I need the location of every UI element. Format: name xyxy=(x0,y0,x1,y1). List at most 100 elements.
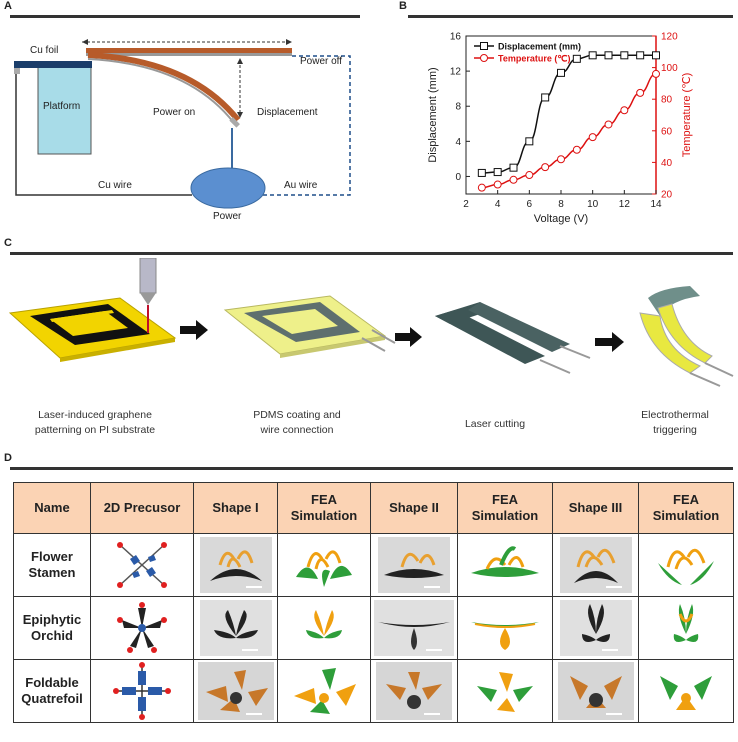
photo-epiphytic-orchid-1 xyxy=(193,596,278,660)
panel-label-c: C xyxy=(4,237,12,249)
platform-ledge xyxy=(14,68,20,74)
point-temperature xyxy=(493,180,502,189)
header-fea-2: FEA Simulation xyxy=(457,482,553,534)
y2-tick-label: 20 xyxy=(661,190,673,201)
photo-foldable-quatrefoil-3 xyxy=(552,659,639,723)
y2-axis-label: Temperature (℃) xyxy=(681,73,693,158)
platform-top xyxy=(14,61,92,68)
row-name-foldable-quatrefoil: Foldable Quatrefoil xyxy=(13,659,91,723)
photo-foldable-quatrefoil-2 xyxy=(370,659,458,723)
y-tick-label: 0 xyxy=(455,172,461,183)
label-cu-foil: Cu foil xyxy=(30,45,59,56)
header-fea-1: FEA Simulation xyxy=(277,482,371,534)
point-temperature xyxy=(604,120,613,129)
fea-flower-stamen-1 xyxy=(277,533,371,597)
y-tick-label: 12 xyxy=(450,67,462,78)
point-displacement xyxy=(604,51,613,60)
x-tick-label: 8 xyxy=(558,199,564,210)
series-line-temperature xyxy=(481,73,657,189)
photo-epiphytic-orchid-2 xyxy=(370,596,458,660)
panel-d-rule xyxy=(10,467,733,470)
point-displacement xyxy=(557,68,565,77)
point-temperature xyxy=(652,69,660,78)
fea-epiphytic-orchid-3 xyxy=(638,596,734,660)
point-displacement xyxy=(572,54,581,63)
platform-block xyxy=(37,65,92,155)
point-displacement xyxy=(588,51,597,60)
panel-b-rule xyxy=(408,15,733,18)
point-displacement xyxy=(541,93,550,102)
arrow-3 xyxy=(595,332,624,352)
y-tick-label: 8 xyxy=(455,102,461,113)
point-temperature xyxy=(557,155,565,164)
label-platform: Platform xyxy=(43,101,81,112)
x-tick-label: 2 xyxy=(463,199,469,210)
precursor-epiphytic-orchid xyxy=(90,596,194,660)
label-displacement: Displacement xyxy=(257,107,318,118)
point-temperature xyxy=(477,183,486,192)
fea-foldable-quatrefoil-2 xyxy=(457,659,553,723)
point-displacement xyxy=(652,51,660,60)
fea-flower-stamen-2 xyxy=(457,533,553,597)
y2-tick-label: 120 xyxy=(661,32,678,43)
photo-foldable-quatrefoil-1 xyxy=(193,659,278,723)
au-wire xyxy=(262,55,351,196)
header-fea-3: FEA Simulation xyxy=(638,482,734,534)
panel-c-rule xyxy=(10,252,733,255)
header-shape-2: Shape II xyxy=(370,482,458,534)
y2-tick-label: 40 xyxy=(661,158,673,169)
legend-label: Temperature (℃) xyxy=(498,54,570,64)
precursor-foldable-quatrefoil xyxy=(90,659,194,723)
foil-power-off xyxy=(86,48,292,53)
row-name-flower-stamen: Flower Stamen xyxy=(13,533,91,597)
point-temperature xyxy=(541,163,550,172)
header-shape-3: Shape III xyxy=(552,482,639,534)
header-shape-1: Shape I xyxy=(193,482,278,534)
table-row: Foldable Quatrefoil xyxy=(13,659,734,723)
power-ellipse xyxy=(190,167,266,209)
step1-graphic xyxy=(8,258,177,362)
header-name: Name xyxy=(13,482,91,534)
cu-wire xyxy=(15,74,192,196)
y2-tick-label: 80 xyxy=(661,95,673,106)
x-tick-label: 14 xyxy=(650,199,662,210)
point-displacement xyxy=(493,168,502,177)
point-temperature xyxy=(509,175,518,184)
point-temperature xyxy=(525,171,534,180)
photo-flower-stamen-2 xyxy=(370,533,458,597)
fea-epiphytic-orchid-1 xyxy=(277,596,371,660)
point-displacement xyxy=(636,51,645,60)
y-tick-label: 16 xyxy=(450,32,462,43)
panel-a-rule xyxy=(10,15,360,18)
y2-tick-label: 100 xyxy=(661,63,678,74)
point-temperature xyxy=(588,133,597,142)
step4-graphic xyxy=(639,286,734,387)
y-axis-label: Displacement (mm) xyxy=(427,67,439,162)
panel-label-d: D xyxy=(4,452,12,464)
label-au-wire: Au wire xyxy=(284,180,318,191)
point-displacement xyxy=(509,163,518,172)
caption-step3: Laser cutting xyxy=(464,418,526,430)
fea-epiphytic-orchid-2 xyxy=(457,596,553,660)
step2-graphic xyxy=(223,295,396,358)
table-row: Epiphytic Orchid xyxy=(13,596,734,660)
x-tick-label: 12 xyxy=(619,199,631,210)
arrow-1 xyxy=(180,320,208,340)
label-power-off: Power off xyxy=(300,56,343,67)
label-cu-wire: Cu wire xyxy=(98,180,132,191)
structures-table: Name 2D Precusor Shape I FEA Simulation … xyxy=(13,482,734,723)
row-name-epiphytic-orchid: Epiphytic Orchid xyxy=(13,596,91,660)
point-temperature xyxy=(572,145,581,154)
photo-epiphytic-orchid-3 xyxy=(552,596,639,660)
point-temperature xyxy=(620,106,629,115)
legend-marker xyxy=(480,42,488,50)
x-axis-label: Voltage (V) xyxy=(534,213,588,225)
panel-c-diagram xyxy=(8,258,734,387)
precursor-flower-stamen xyxy=(90,533,194,597)
point-temperature xyxy=(636,88,645,97)
legend-marker xyxy=(480,54,488,62)
foil-power-on xyxy=(87,52,241,122)
fea-flower-stamen-3 xyxy=(638,533,734,597)
photo-flower-stamen-3 xyxy=(552,533,639,597)
